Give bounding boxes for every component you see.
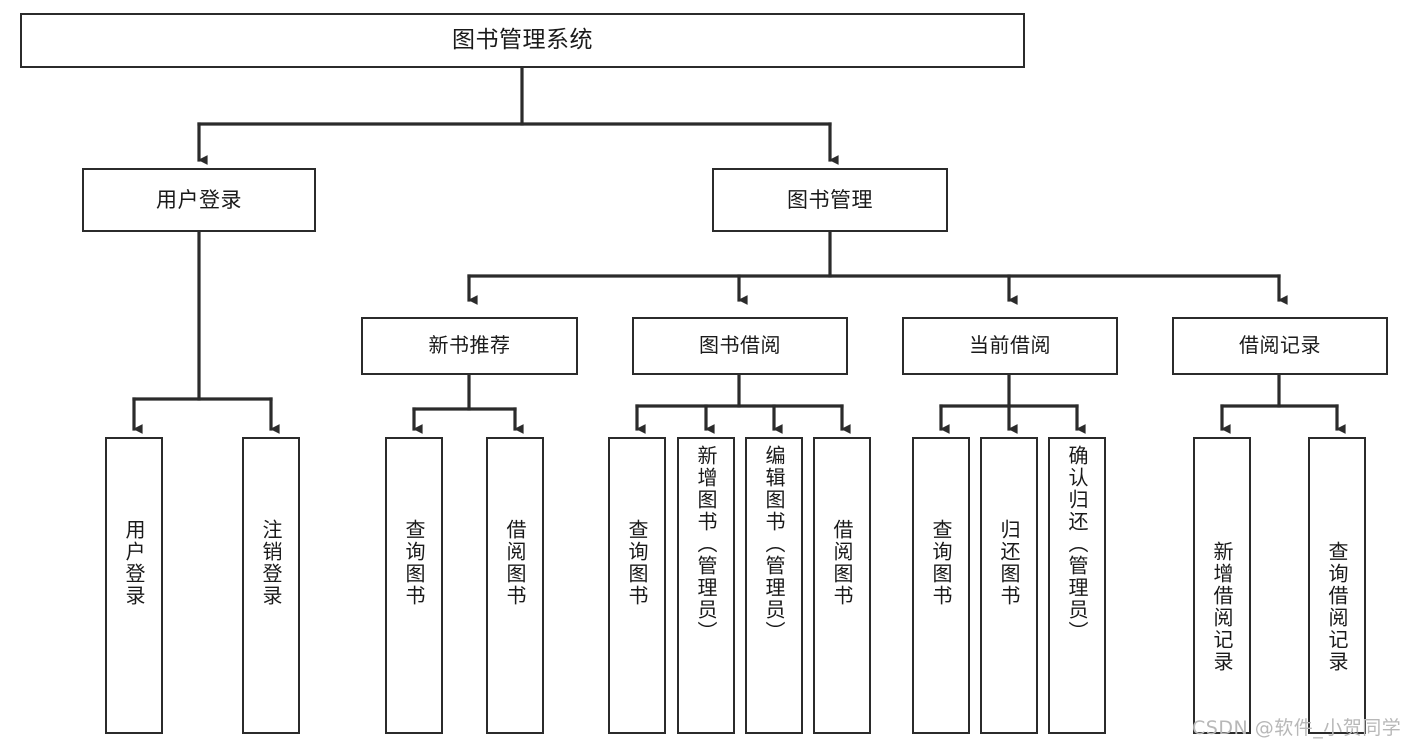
node-label: 新增借阅记录 — [1210, 541, 1234, 673]
leaf-query-book-new[interactable]: 查询图书 — [385, 437, 443, 734]
node-label: 借阅图书 — [503, 519, 527, 607]
csdn-watermark: CSDN @软件_小贺同学 — [1192, 717, 1402, 739]
node-label: 编辑图书（管理员） — [762, 445, 786, 643]
leaf-query-book-borrow[interactable]: 查询图书 — [608, 437, 666, 734]
node-label: 新增图书（管理员） — [694, 445, 718, 643]
node-book-management[interactable]: 图书管理 — [712, 168, 948, 232]
node-label: 查询图书 — [929, 519, 953, 607]
node-borrow-record[interactable]: 借阅记录 — [1172, 317, 1388, 375]
node-label: 用户登录 — [122, 519, 146, 607]
node-current-borrow[interactable]: 当前借阅 — [902, 317, 1118, 375]
leaf-return-book[interactable]: 归还图书 — [980, 437, 1038, 734]
node-label: 新书推荐 — [428, 333, 511, 358]
node-label: 查询借阅记录 — [1325, 541, 1349, 673]
leaf-confirm-return[interactable]: 确认归还（管理员） — [1048, 437, 1106, 734]
leaf-user-login[interactable]: 用户登录 — [105, 437, 163, 734]
leaf-add-book[interactable]: 新增图书（管理员） — [677, 437, 735, 734]
leaf-borrow-book[interactable]: 借阅图书 — [813, 437, 871, 734]
leaf-query-borrow-record[interactable]: 查询借阅记录 — [1308, 437, 1366, 734]
node-book-borrow[interactable]: 图书借阅 — [632, 317, 848, 375]
node-root-system[interactable]: 图书管理系统 — [20, 13, 1025, 68]
leaf-user-logout[interactable]: 注销登录 — [242, 437, 300, 734]
node-label: 确认归还（管理员） — [1065, 445, 1089, 643]
node-label: 注销登录 — [259, 519, 283, 607]
node-user-login[interactable]: 用户登录 — [82, 168, 316, 232]
node-label: 当前借阅 — [969, 333, 1051, 358]
node-label: 借阅图书 — [830, 519, 854, 607]
node-label: 查询图书 — [402, 519, 426, 607]
node-label: 查询图书 — [625, 519, 649, 607]
node-new-book-recommend[interactable]: 新书推荐 — [361, 317, 578, 375]
node-label: 用户登录 — [156, 187, 242, 212]
leaf-query-book-current[interactable]: 查询图书 — [912, 437, 970, 734]
node-label: 图书管理 — [787, 187, 873, 212]
node-label: 图书借阅 — [699, 333, 781, 358]
leaf-edit-book[interactable]: 编辑图书（管理员） — [745, 437, 803, 734]
leaf-borrow-book-new[interactable]: 借阅图书 — [486, 437, 544, 734]
node-label: 图书管理系统 — [452, 26, 593, 53]
node-label: 归还图书 — [997, 519, 1021, 607]
node-label: 借阅记录 — [1239, 333, 1321, 358]
leaf-add-borrow-record[interactable]: 新增借阅记录 — [1193, 437, 1251, 734]
